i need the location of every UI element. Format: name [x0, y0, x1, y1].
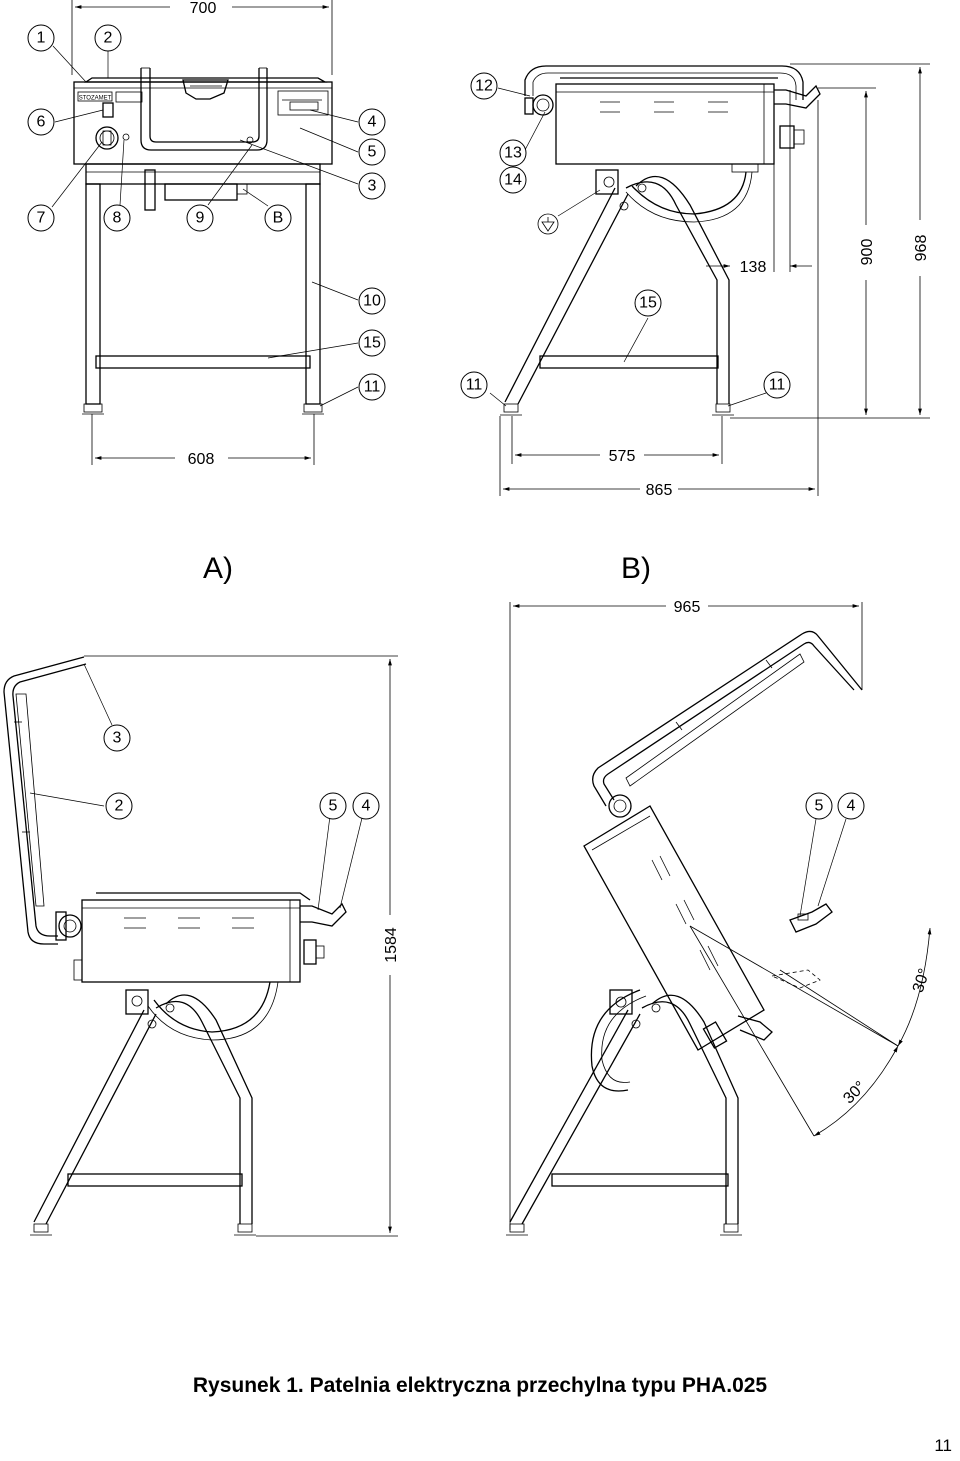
view-label-b: B) — [621, 552, 651, 585]
balloon-13: 13 — [499, 139, 527, 167]
dim-968: 968 — [913, 235, 930, 262]
svg-text:4: 4 — [368, 114, 377, 131]
svg-text:9: 9 — [196, 210, 205, 227]
svg-text:15: 15 — [639, 295, 657, 312]
angle-label-2: 30° — [840, 1078, 869, 1107]
dim-608: 608 — [188, 451, 215, 468]
dim-965: 965 — [674, 599, 701, 616]
svg-text:8: 8 — [113, 210, 122, 227]
balloon-1: 1 — [27, 24, 55, 52]
balloon-B: B — [264, 204, 292, 232]
dim-1584: 1584 — [383, 927, 400, 963]
balloon-5: 5 — [358, 138, 386, 166]
svg-text:14: 14 — [504, 172, 522, 189]
svg-text:13: 13 — [504, 145, 522, 162]
svg-text:5: 5 — [368, 144, 377, 161]
svg-text:3: 3 — [113, 730, 122, 747]
balloon-7: 7 — [27, 204, 55, 232]
balloon-3-view-a: 3 — [103, 724, 131, 752]
view-b-tilted: 965 — [506, 599, 934, 1236]
balloon-11: 11 — [358, 373, 386, 401]
figure-caption: Rysunek 1. Patelnia elektryczna przechyl… — [192, 1374, 768, 1397]
svg-text:B: B — [273, 210, 284, 227]
svg-text:1: 1 — [37, 30, 46, 47]
balloon-11-right: 11 — [763, 371, 791, 399]
svg-text:3: 3 — [368, 178, 377, 195]
balloon-3: 3 — [358, 172, 386, 200]
svg-text:7: 7 — [37, 210, 46, 227]
dim-138: 138 — [740, 259, 767, 276]
balloon-15: 15 — [358, 329, 386, 357]
svg-text:4: 4 — [362, 798, 371, 815]
svg-text:4: 4 — [847, 798, 856, 815]
balloon-9: 9 — [186, 204, 214, 232]
balloon-15-side: 15 — [634, 289, 662, 317]
svg-text:15: 15 — [363, 335, 381, 352]
side-view: 575 865 138 900 968 12 13 14 15 11 11 — [460, 63, 930, 499]
dim-575: 575 — [609, 448, 636, 465]
balloon-8: 8 — [103, 204, 131, 232]
balloon-4-view-b: 4 — [837, 792, 865, 820]
balloon-12: 12 — [470, 72, 498, 100]
svg-text:12: 12 — [475, 78, 493, 95]
page-number: 11 — [934, 1436, 952, 1455]
svg-text:11: 11 — [466, 377, 483, 394]
svg-text:2: 2 — [115, 798, 124, 815]
view-a-lid-open: 1584 3 2 5 4 — [3, 655, 400, 1237]
svg-text:5: 5 — [815, 798, 824, 815]
balloon-2: 2 — [94, 24, 122, 52]
angle-label-1: 30° — [910, 966, 934, 994]
balloon-6: 6 — [27, 108, 55, 136]
svg-text:11: 11 — [769, 377, 786, 394]
dim-865: 865 — [646, 482, 673, 499]
front-view: 700 STOZAMET — [27, 0, 386, 468]
brand-plate: STOZAMET — [79, 96, 112, 102]
svg-text:11: 11 — [364, 379, 381, 396]
svg-text:2: 2 — [104, 30, 113, 47]
balloon-5-view-a: 5 — [319, 792, 347, 820]
balloon-4: 4 — [358, 108, 386, 136]
balloon-5-view-b: 5 — [805, 792, 833, 820]
balloon-14: 14 — [499, 166, 527, 194]
svg-text:6: 6 — [37, 114, 46, 131]
svg-text:10: 10 — [363, 293, 381, 310]
svg-text:5: 5 — [329, 798, 338, 815]
balloon-11-left: 11 — [460, 371, 488, 399]
balloon-10: 10 — [358, 287, 386, 315]
view-label-a: A) — [203, 552, 233, 585]
dim-900: 900 — [859, 239, 876, 266]
balloon-2-view-a: 2 — [105, 792, 133, 820]
dim-700: 700 — [190, 0, 217, 17]
balloon-4-view-a: 4 — [352, 792, 380, 820]
